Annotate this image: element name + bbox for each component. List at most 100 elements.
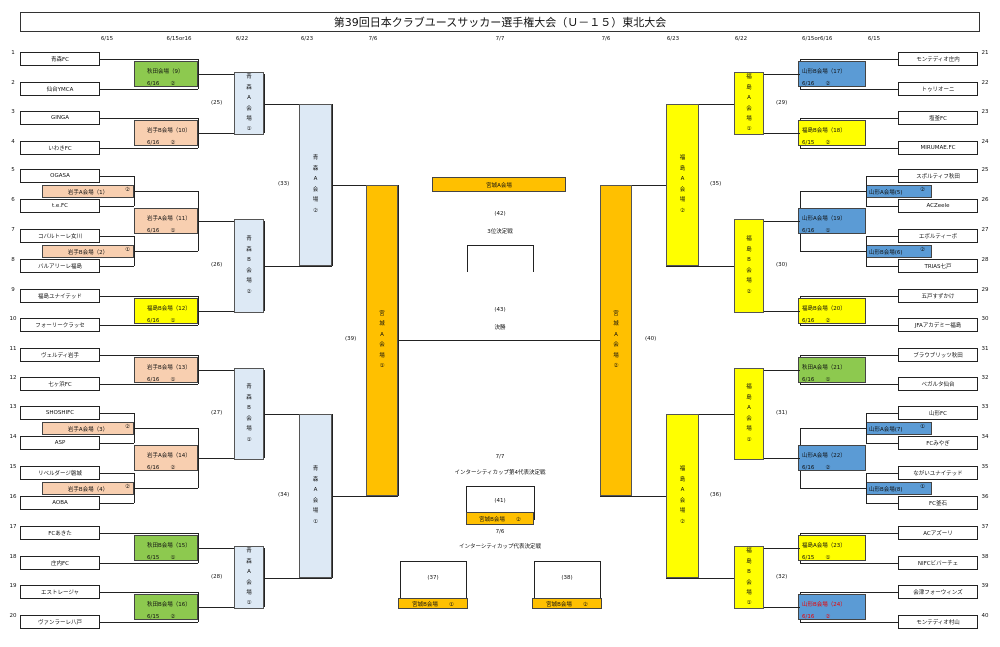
team-number: 28 (981, 257, 989, 263)
match-38-venue-box: 宮城B会場 ② (532, 598, 602, 609)
prelim-number: ② (125, 484, 130, 490)
team-number: 14 (9, 434, 17, 440)
match-date: 6/15 ① (147, 555, 176, 561)
team-number: 1 (11, 50, 15, 56)
bracket-line (800, 296, 898, 297)
bracket-line (100, 355, 198, 356)
team-number: 25 (981, 167, 989, 173)
semi-final-venue: 宮城A会場① (366, 184, 398, 496)
date-label: 6/15 (100, 36, 114, 42)
bracket-line (866, 473, 898, 474)
venue-vertical-text: 青森A会場① (246, 74, 252, 133)
bracket-line (866, 413, 898, 414)
first-round-match-box: 秋田会場（9） 6/16 ② (134, 61, 198, 87)
bracket-line (734, 74, 800, 75)
bracket-line (100, 413, 134, 414)
bracket-line (100, 503, 134, 504)
bracket-line (400, 561, 401, 604)
bracket-line (398, 340, 600, 342)
bracket-line (100, 206, 134, 207)
bracket-line (198, 74, 264, 75)
bracket-line (734, 310, 800, 312)
team-number: 32 (981, 375, 989, 381)
team-name: フォーリークラッセ (20, 318, 100, 332)
bracket-line (734, 548, 800, 549)
team-number: 4 (11, 139, 15, 145)
bracket-line (866, 236, 898, 237)
bracket-line (134, 251, 198, 252)
intercity-number: (41) (494, 498, 506, 504)
team-number: 38 (981, 554, 989, 560)
bracket-line (800, 325, 898, 326)
date-label: 6/15or6/16 (802, 36, 833, 42)
date-label: 7/7 (495, 36, 505, 42)
bracket-line (666, 265, 734, 267)
final-number: (43) (494, 307, 506, 313)
bracket-line (600, 561, 601, 604)
team-number: 10 (9, 316, 17, 322)
bracket-line (800, 488, 866, 489)
match-date: 6/16 ① (147, 317, 176, 324)
bracket-line (264, 413, 332, 415)
bracket-line (866, 236, 867, 266)
team-name: 七ヶ浜FC (20, 377, 100, 391)
bracket-line (800, 384, 898, 385)
prelim-number: ② (125, 187, 130, 193)
team-number: 7 (11, 227, 15, 233)
team-number: 24 (981, 139, 989, 145)
first-round-match-box: 岩手A会場（11）6/16 ① (134, 208, 198, 234)
bracket-line (666, 413, 734, 415)
first-round-match-box: 秋田A会場（21）6/16 ① (798, 356, 866, 383)
bracket-line (100, 533, 198, 534)
venue-vertical-text: 青森A会場② (312, 155, 319, 214)
team-number: 18 (9, 554, 17, 560)
team-name: MIRUMAE.FC (898, 141, 978, 155)
venue-vertical-text: 青森A会場① (312, 466, 319, 525)
venue-vertical-text: 福島A会場① (746, 74, 752, 133)
bracket-line (800, 533, 898, 534)
bracket-line (466, 561, 467, 604)
match-number: (32) (776, 573, 788, 580)
match-date: 6/16 ① (147, 376, 176, 383)
team-number: 17 (9, 524, 17, 530)
team-number: 16 (9, 494, 17, 500)
team-number: 26 (981, 197, 989, 203)
match-venue: 福島B会場（12） (147, 305, 191, 312)
match-venue: 山形A会場（19） (802, 216, 846, 222)
prelim-match-box: 山形A会場(7) (866, 422, 932, 435)
bracket-line (198, 607, 264, 608)
match-number: (26) (211, 261, 223, 268)
match-date: 6/16 ② (147, 81, 176, 87)
intercity2-date: 7/6 (495, 529, 505, 535)
team-name: スポルティフ秋田 (898, 169, 978, 183)
team-name: OGASA (20, 169, 100, 183)
prelim-label: 山形A会場(5) (869, 189, 903, 196)
match-venue: 秋田会場（9） (147, 69, 184, 75)
match-venue: 秋田B会場（16） (147, 602, 191, 608)
bracket-line (100, 176, 134, 177)
team-number: 36 (981, 494, 989, 500)
team-name: SHOSHIFC (20, 406, 100, 420)
venue-vertical-text: 福島B会場② (746, 236, 752, 295)
prelim-number: ② (920, 187, 925, 193)
bracket-line (734, 369, 800, 371)
match-number: (31) (776, 409, 788, 416)
first-round-match-box: 岩手B会場（10）6/16 ② (134, 120, 198, 146)
prelim-label: 山形B会場(8) (869, 486, 903, 493)
team-number: 23 (981, 109, 989, 115)
match-venue: 福島A会場（23） (802, 543, 846, 549)
team-name: 福島ユナイテッド (20, 289, 100, 303)
team-number: 37 (981, 524, 989, 530)
bracket-line (100, 384, 198, 385)
team-number: 3 (11, 109, 15, 115)
team-name: t.e.FC (20, 199, 100, 213)
venue-vertical-text: 青森B会場② (246, 236, 252, 295)
prelim-match-1: 岩手A会場（1） (42, 185, 134, 198)
prelim-label: 岩手B会場（4） (67, 486, 109, 493)
prelim-label: 岩手B会場（2） (67, 249, 109, 256)
venue-vertical-text: 福島A会場① (746, 384, 752, 443)
match-venue: 岩手A会場（14） (147, 453, 191, 459)
prelim-number: ② (125, 424, 130, 430)
match-venue: 岩手B会場（10） (147, 128, 191, 134)
team-name: JFAアカデミー福島 (898, 318, 978, 332)
